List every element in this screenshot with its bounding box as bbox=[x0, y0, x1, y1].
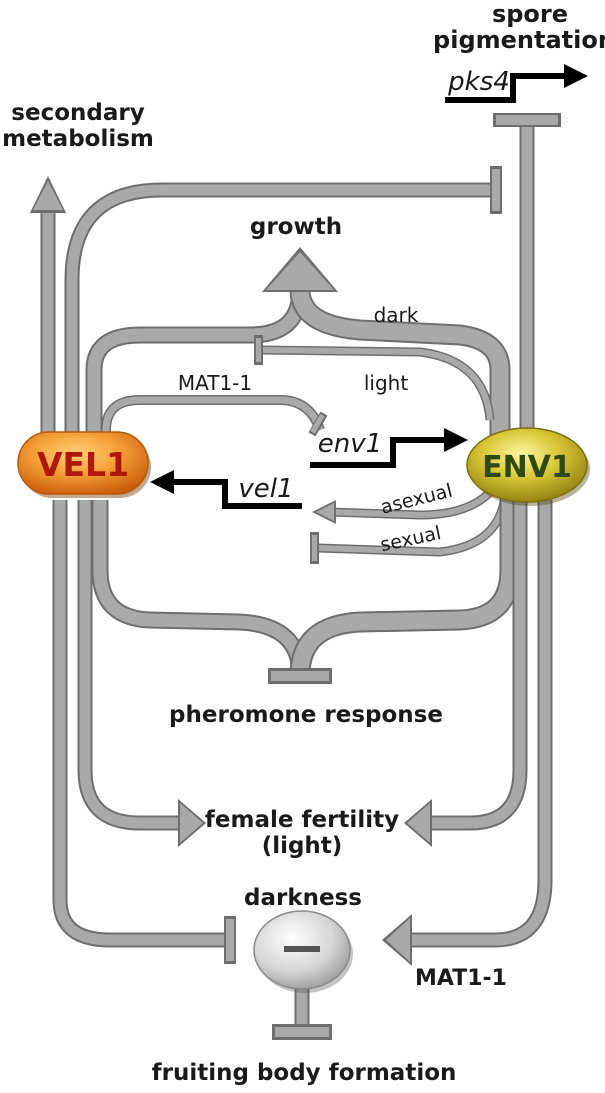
vel1-to-secondary-metabolism-arrow bbox=[30, 176, 66, 440]
env1-node-label: ENV1 bbox=[482, 450, 572, 485]
vel1-to-female-fertility-connector bbox=[77, 500, 206, 847]
env1-mat1-1-to-darkness-connector bbox=[382, 500, 553, 966]
vel1-inhibits-spore-pigmentation-connector bbox=[64, 166, 502, 440]
env1-node: ENV1 bbox=[466, 427, 590, 506]
darkness-inhibitor-node bbox=[253, 910, 353, 993]
darkness-label: darkness bbox=[244, 885, 362, 911]
env1-inhibits-pks4-connector bbox=[493, 113, 561, 455]
spore-pigmentation-label-line1: spore bbox=[492, 0, 568, 28]
pheromone-response-label: pheromone response bbox=[169, 702, 443, 728]
vel1-gene-arrow bbox=[150, 470, 302, 509]
mat1-1-top-label: MAT1-1 bbox=[178, 371, 252, 395]
env1-to-female-fertility-connector bbox=[404, 500, 528, 847]
secondary-metabolism-label-line1: secondary bbox=[11, 100, 144, 126]
growth-activation-connector bbox=[85, 247, 511, 450]
vel1-inhibits-darkness-connector bbox=[52, 500, 236, 964]
env1-gene-label: env1 bbox=[318, 429, 382, 459]
female-fertility-label-line1: female fertility bbox=[205, 807, 399, 833]
mat1-1-bottom-label: MAT1-1 bbox=[415, 966, 507, 991]
fruiting-body-formation-label: fruiting body formation bbox=[152, 1060, 457, 1086]
darkness-inhibits-fruiting-body-connector bbox=[272, 985, 332, 1040]
female-fertility-label-line2: (light) bbox=[262, 833, 343, 859]
pks4-gene-label: pks4 bbox=[447, 67, 510, 97]
vel1-node: VEL1 bbox=[17, 431, 151, 498]
env1-light-inhibits-growth-connector bbox=[254, 335, 495, 421]
env1-gene-arrow bbox=[310, 428, 468, 468]
growth-label: growth bbox=[250, 214, 342, 240]
minus-icon bbox=[284, 946, 320, 952]
env1-asexual-to-vel1-connector bbox=[312, 486, 496, 524]
secondary-metabolism-label-line2: metabolism bbox=[2, 126, 154, 152]
pks4-gene-arrow bbox=[445, 64, 588, 103]
pheromone-response-inhibition-connector bbox=[91, 500, 521, 684]
light-label: light bbox=[364, 371, 408, 395]
spore-pigmentation-label-line2: pigmentation bbox=[433, 26, 605, 54]
vel1-node-label: VEL1 bbox=[37, 445, 129, 484]
connectors-layer bbox=[30, 113, 561, 1040]
dark-label: dark bbox=[374, 303, 419, 327]
mat1-1-inhibits-env1-connector bbox=[101, 395, 328, 455]
vel1-gene-label: vel1 bbox=[238, 474, 293, 504]
